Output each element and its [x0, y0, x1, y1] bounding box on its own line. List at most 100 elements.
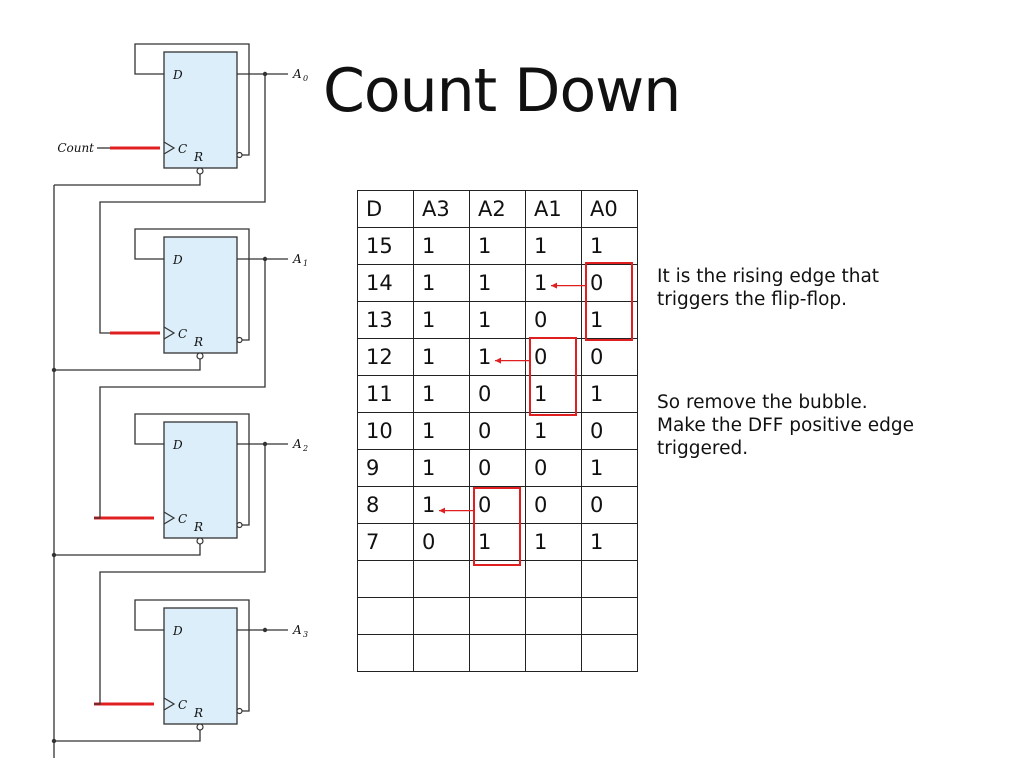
- clock-input-label: C: [178, 698, 187, 712]
- feedback-wire: [134, 43, 250, 156]
- clock-input-label: C: [178, 327, 187, 341]
- d-input-label: D: [172, 624, 183, 638]
- junction-dot: [51, 738, 57, 744]
- cell-a2: 0: [469, 486, 526, 524]
- cell-a0: 1: [581, 449, 638, 487]
- cell-d: 11: [357, 375, 414, 413]
- feedback-wire: [134, 413, 250, 526]
- reset-input-label: R: [193, 706, 203, 720]
- reset-bubble: [196, 352, 204, 360]
- reset-bubble: [196, 723, 204, 731]
- q-output-index: 0: [303, 74, 308, 83]
- cell-d: 12: [357, 338, 414, 376]
- cell-a2: [469, 634, 526, 672]
- cell-a3: 1: [413, 264, 470, 302]
- cell-a2: 1: [469, 523, 526, 561]
- reset-wire: [54, 359, 201, 371]
- cell-a3: 1: [413, 449, 470, 487]
- cell-a2: 0: [469, 449, 526, 487]
- cell-a3: 1: [413, 486, 470, 524]
- header-d: D: [357, 190, 414, 228]
- cell-a2: 1: [469, 264, 526, 302]
- note-line: So remove the bubble.: [657, 392, 868, 413]
- reset-bubble: [196, 167, 204, 175]
- reset-input-label: R: [193, 150, 203, 164]
- cell-d: 7: [357, 523, 414, 561]
- cell-a0: 0: [581, 338, 638, 376]
- reset-wire: [54, 730, 201, 742]
- cell-d: 14: [357, 264, 414, 302]
- cell-a0: [581, 597, 638, 635]
- note-line: triggers the flip-flop.: [657, 289, 848, 310]
- flip-flop-1: [54, 228, 288, 371]
- cell-a2: 1: [469, 301, 526, 339]
- count-label: Count: [57, 141, 94, 155]
- header-a3: A3: [413, 190, 470, 228]
- cell-a0: 0: [581, 412, 638, 450]
- cell-a3: 0: [413, 523, 470, 561]
- cell-a1: 1: [525, 375, 582, 413]
- cell-a0: 1: [581, 375, 638, 413]
- dff-box: [163, 607, 238, 725]
- q-output-index: 3: [303, 630, 308, 639]
- header-a0: A0: [581, 190, 638, 228]
- flip-flop-2: [54, 413, 288, 556]
- cell-a1: 0: [525, 486, 582, 524]
- junction-dot: [51, 367, 57, 373]
- note-line: It is the rising edge that: [657, 266, 880, 287]
- cell-a0: 0: [581, 264, 638, 302]
- cell-a1: 1: [525, 523, 582, 561]
- d-input-label: D: [172, 68, 183, 82]
- clock-input-label: C: [178, 142, 187, 156]
- junction-dot: [51, 552, 57, 558]
- cell-a0: 0: [581, 486, 638, 524]
- cell-a3: [413, 634, 470, 672]
- clock-input-label: C: [178, 512, 187, 526]
- note-line: triggered.: [657, 438, 749, 459]
- cell-a3: [413, 597, 470, 635]
- flip-flop-0: [54, 43, 288, 186]
- d-input-label: D: [172, 253, 183, 267]
- cell-d: [357, 560, 414, 598]
- dff-box: [163, 421, 238, 539]
- cell-a2: [469, 597, 526, 635]
- feedback-wire: [134, 599, 250, 712]
- q-bar-bubble: [236, 521, 243, 529]
- cell-a0: [581, 560, 638, 598]
- cell-d: 15: [357, 227, 414, 265]
- cell-a1: [525, 597, 582, 635]
- cell-a0: [581, 634, 638, 672]
- cell-a2: 1: [469, 227, 526, 265]
- slide-title: Count Down: [323, 56, 681, 126]
- header-a1: A1: [525, 190, 582, 228]
- cell-a3: 1: [413, 338, 470, 376]
- cell-a1: 0: [525, 338, 582, 376]
- reset-input-label: R: [193, 335, 203, 349]
- cell-a1: [525, 560, 582, 598]
- dff-box: [163, 236, 238, 354]
- cell-a3: 1: [413, 301, 470, 339]
- q-output-label: A: [292, 437, 302, 451]
- reset-wire: [54, 544, 201, 556]
- cell-a3: 1: [413, 227, 470, 265]
- reset-wire: [54, 174, 201, 186]
- q-bar-bubble: [236, 336, 243, 344]
- cell-a1: 0: [525, 449, 582, 487]
- clock-triangle: [163, 141, 176, 155]
- clock-ripple-wire: [99, 74, 266, 334]
- table-row: [357, 560, 638, 598]
- cell-a3: 1: [413, 375, 470, 413]
- clock-triangle: [163, 511, 176, 525]
- clock-ripple-wire: [94, 259, 266, 519]
- reset-bubble: [196, 537, 204, 545]
- header-a2: A2: [469, 190, 526, 228]
- dff-box: [163, 51, 238, 169]
